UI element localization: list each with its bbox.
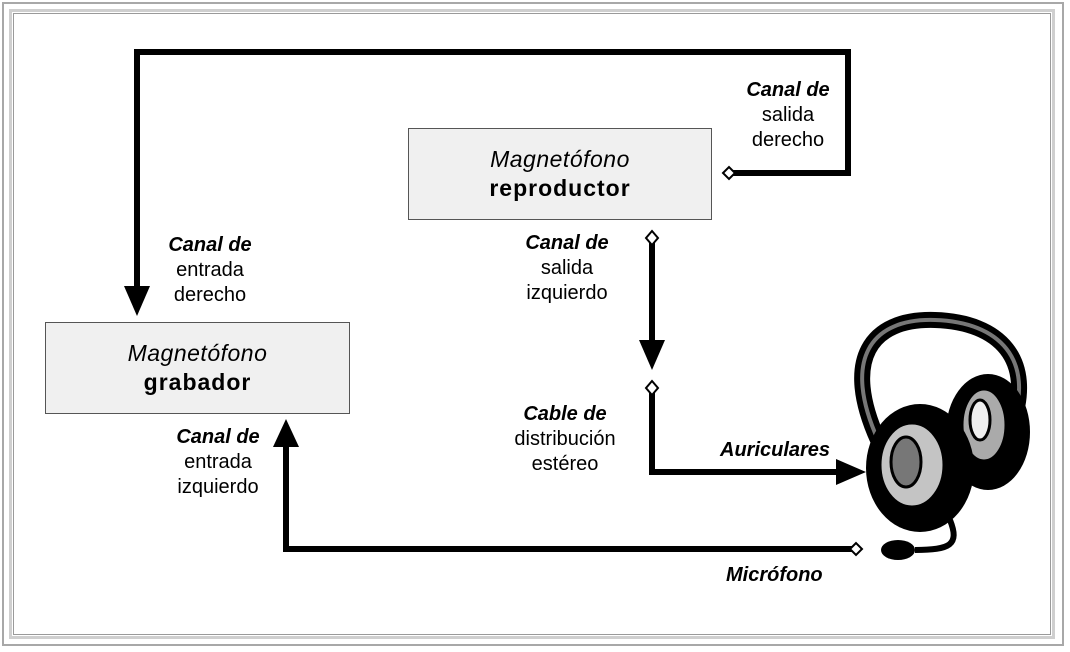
label-input-right: Canal de entrada derecho (168, 234, 252, 306)
player-title: Magnetófono (490, 146, 630, 172)
player-subtitle: reproductor (489, 175, 631, 201)
inner-frame-line (13, 13, 1051, 635)
microphone-arrowhead (273, 419, 299, 447)
right-channel-arrowhead (124, 286, 150, 316)
left-channel-connector (644, 229, 660, 247)
inner-frame (9, 9, 1055, 639)
headset-with-microphone-icon (854, 311, 1030, 560)
cable-arrowhead (836, 459, 866, 485)
recorder-box: Magnetófono grabador (45, 322, 350, 414)
label-output-right: Canal de salida derecho (746, 79, 830, 151)
right-channel-connector (721, 165, 737, 181)
recorder-subtitle: grabador (143, 369, 252, 395)
left-channel-arrowhead (639, 340, 665, 370)
player-box: Magnetófono reproductor (408, 128, 712, 220)
label-output-left: Canal de salida izquierdo (525, 232, 609, 304)
right-channel-line (134, 49, 851, 300)
recorder-title: Magnetófono (127, 340, 268, 366)
label-headphones: Auriculares (720, 439, 831, 461)
label-input-left: Canal de entrada izquierdo (176, 426, 260, 498)
microphone-line (283, 440, 856, 552)
microphone-connector (848, 541, 864, 557)
cable-connector (644, 379, 660, 397)
label-stereo-cable: Cable de distribución estéreo (514, 403, 616, 475)
cable-line (649, 388, 848, 475)
label-microphone: Micrófono (726, 564, 823, 586)
